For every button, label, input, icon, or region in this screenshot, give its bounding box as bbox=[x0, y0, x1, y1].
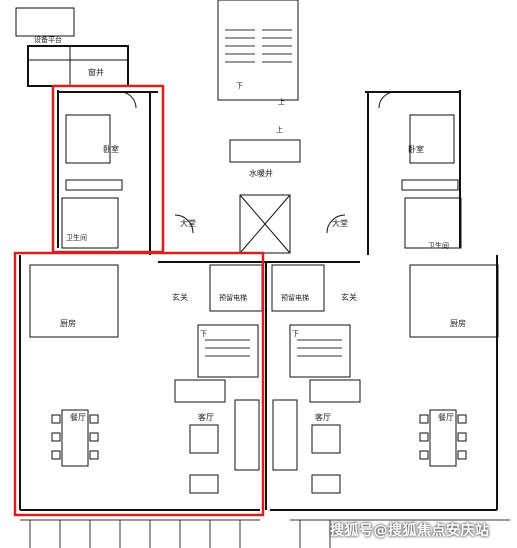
tv-stand-left bbox=[189, 474, 219, 494]
door-arc-bedroom-right bbox=[378, 91, 396, 109]
stair-core bbox=[217, 0, 299, 101]
label-living-left: 客厅 bbox=[198, 412, 214, 422]
dining-chairs bbox=[51, 414, 467, 460]
sofa-left bbox=[174, 379, 226, 403]
sofa-long-right bbox=[272, 399, 298, 471]
reserved-elevator-right bbox=[271, 264, 325, 312]
label-bathroom-right: 卫生间 bbox=[428, 241, 449, 250]
label-stair-down-right: 下 bbox=[292, 330, 299, 338]
kitchen-left-box bbox=[29, 264, 119, 338]
elevator-cross-b bbox=[239, 194, 291, 254]
wardrobe-right bbox=[401, 179, 459, 191]
label-dining-left: 餐厅 bbox=[70, 413, 86, 422]
room-labels: 设备平台 窗井 卧室 卧室 卫生间 卫生间 水暖井 大堂 大堂 预留电梯 预留电… bbox=[34, 35, 466, 422]
label-foyer-right: 玄关 bbox=[341, 292, 357, 302]
stair-treads-lower bbox=[205, 339, 342, 357]
label-stair-up-mid: 上 bbox=[276, 125, 283, 134]
watermark: 搜狐号@搜狐焦点安庆站 bbox=[330, 523, 490, 539]
tv-stand-right bbox=[311, 474, 341, 494]
window-well-box bbox=[27, 45, 129, 87]
kitchen-right-box bbox=[409, 264, 499, 338]
top-stair-treads bbox=[225, 29, 292, 63]
highlight-frames bbox=[13, 84, 265, 517]
highlight-bedroom bbox=[51, 84, 165, 254]
water-shaft-box bbox=[229, 139, 301, 163]
label-foyer-left: 玄关 bbox=[172, 292, 188, 302]
label-stair-up-top: 上 bbox=[278, 97, 285, 106]
label-hall-left: 大堂 bbox=[180, 218, 196, 228]
balcony-box bbox=[15, 7, 75, 37]
wardrobe-left bbox=[65, 179, 123, 191]
highlight-living-area bbox=[13, 251, 265, 517]
bathroom-right-box bbox=[404, 197, 462, 249]
label-elevator-right: 预留电梯 bbox=[281, 293, 309, 302]
label-stair-down-left: 下 bbox=[200, 330, 207, 338]
sofa-right bbox=[309, 379, 361, 403]
label-elevator-left: 预留电梯 bbox=[219, 293, 247, 302]
sofa-long-left bbox=[234, 399, 260, 471]
bathroom-left-box bbox=[61, 197, 119, 249]
stair-left bbox=[197, 324, 259, 378]
label-balcony: 设备平台 bbox=[34, 35, 62, 44]
door-arc-bedroom-left bbox=[119, 91, 137, 109]
elevator-shaft bbox=[239, 194, 291, 254]
label-bedroom-left: 卧室 bbox=[103, 144, 119, 154]
label-living-right: 客厅 bbox=[315, 412, 331, 422]
label-water-shaft: 水暖井 bbox=[249, 168, 273, 178]
dining-table-right bbox=[429, 409, 457, 467]
dining-table-left bbox=[61, 409, 89, 467]
walls-and-structure bbox=[15, 0, 510, 548]
coffee-table-right bbox=[311, 424, 341, 454]
coffee-table-left bbox=[189, 424, 219, 454]
label-kitchen-left: 厨房 bbox=[60, 318, 76, 328]
label-dining-right: 餐厅 bbox=[438, 413, 454, 422]
bottom-windows bbox=[20, 519, 510, 548]
label-stair-down-top: 下 bbox=[236, 82, 243, 90]
label-kitchen-right: 厨房 bbox=[450, 318, 466, 328]
label-bedroom-right: 卧室 bbox=[408, 144, 424, 154]
label-window-well: 窗井 bbox=[88, 67, 104, 77]
label-hall-right: 大堂 bbox=[332, 218, 348, 228]
bed-left bbox=[65, 114, 111, 164]
stair-right bbox=[289, 324, 351, 378]
bed-right bbox=[409, 114, 455, 164]
reserved-elevator-left bbox=[209, 264, 263, 312]
door-arc-hall-left bbox=[174, 214, 194, 234]
label-bathroom-left: 卫生间 bbox=[66, 233, 87, 242]
door-arc-hall-right bbox=[326, 214, 346, 234]
